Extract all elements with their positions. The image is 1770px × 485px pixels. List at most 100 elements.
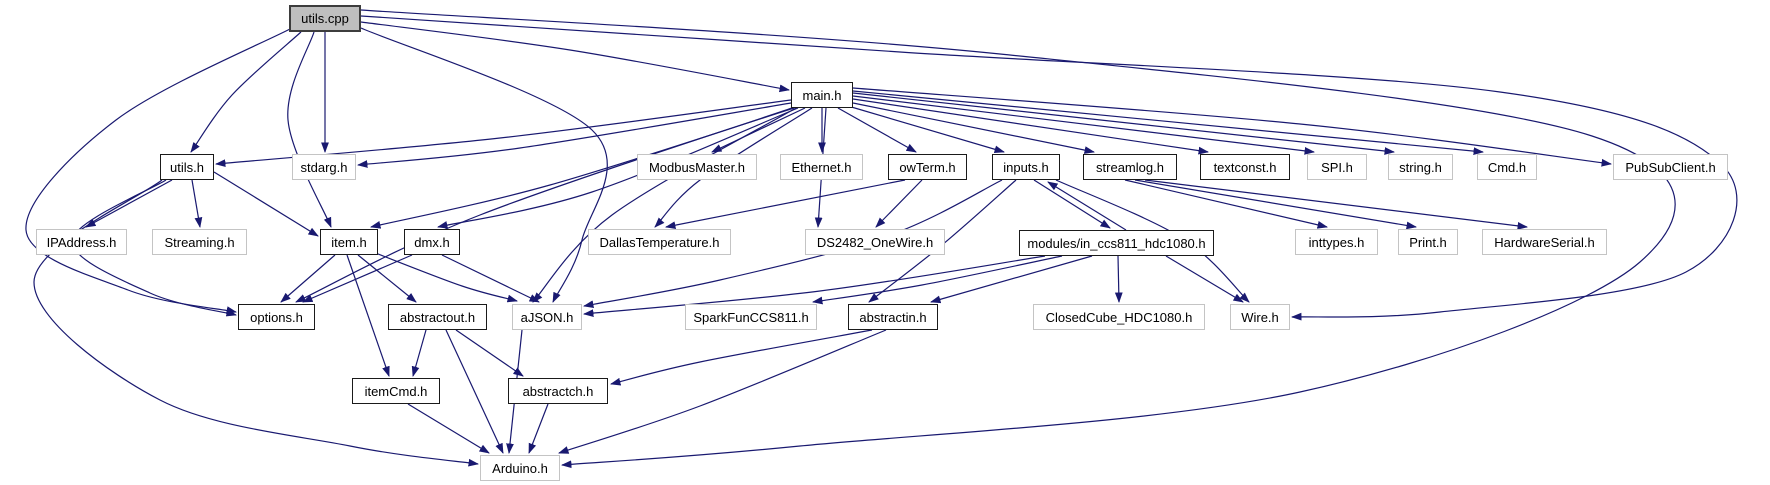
graph-node-label: Streaming.h bbox=[164, 234, 235, 250]
edge-utils-h-to-streaming-h bbox=[191, 179, 203, 228]
graph-node-label: utils.cpp bbox=[301, 11, 349, 26]
edge-main-h-to-spi-h bbox=[852, 95, 1315, 155]
graph-node-label: DallasTemperature.h bbox=[599, 234, 720, 250]
edge-modules-h-to-inputs-h bbox=[1047, 181, 1127, 231]
graph-node-label: dmx.h bbox=[414, 234, 450, 250]
graph-node-ipaddress-h: IPAddress.h bbox=[36, 229, 127, 255]
graph-node-itemcmd-h[interactable]: itemCmd.h bbox=[352, 378, 440, 404]
graph-node-sparkfunccs811-h: SparkFunCCS811.h bbox=[685, 304, 817, 330]
graph-node-label: itemCmd.h bbox=[364, 383, 428, 399]
edge-streamlog-h-to-hardwareserial-h bbox=[1144, 179, 1528, 230]
edge-utils-cpp-to-arduino-h bbox=[360, 9, 1676, 469]
graph-node-label: inputs.h bbox=[1003, 159, 1049, 175]
edge-main-h-to-inputs-h bbox=[847, 105, 1005, 154]
graph-node-modules-h[interactable]: modules/in_ccs811_hdc1080.h bbox=[1019, 230, 1214, 256]
edge-main-h-to-textconst-h bbox=[852, 98, 1209, 155]
edge-main-h-to-owterm-h bbox=[837, 107, 917, 153]
graph-node-hardwareserial-h: HardwareSerial.h bbox=[1482, 229, 1607, 255]
edge-owterm-h-to-ds2482-onewire-h bbox=[875, 179, 923, 228]
graph-node-ds2482-onewire-h: DS2482_OneWire.h bbox=[805, 229, 945, 255]
edge-main-h-to-cmd-h bbox=[852, 90, 1484, 155]
graph-node-dmx-h[interactable]: dmx.h bbox=[404, 229, 460, 255]
graph-node-label: item.h bbox=[331, 234, 367, 250]
graph-node-inttypes-h: inttypes.h bbox=[1295, 229, 1378, 255]
edge-streamlog-h-to-print-h bbox=[1134, 179, 1417, 230]
graph-node-item-h[interactable]: item.h bbox=[320, 229, 378, 255]
graph-node-owterm-h[interactable]: owTerm.h bbox=[888, 154, 967, 180]
graph-node-abstractch-h[interactable]: abstractch.h bbox=[508, 378, 608, 404]
graph-node-label: modules/in_ccs811_hdc1080.h bbox=[1027, 235, 1206, 251]
edge-main-h-to-options-h bbox=[295, 107, 793, 303]
graph-node-arduino-h: Arduino.h bbox=[480, 455, 560, 481]
graph-node-label: PubSubClient.h bbox=[1625, 159, 1716, 175]
graph-node-utils-h[interactable]: utils.h bbox=[160, 154, 214, 180]
graph-node-inputs-h[interactable]: inputs.h bbox=[992, 154, 1060, 180]
edge-utils-cpp-to-utils-h bbox=[190, 31, 302, 153]
edge-utils-h-to-ipaddress-h bbox=[85, 179, 173, 228]
edge-main-h-to-dmx-h bbox=[437, 107, 799, 229]
edge-abstractch-h-to-arduino-h bbox=[528, 403, 549, 454]
edge-group bbox=[25, 9, 1738, 469]
graph-node-label: DS2482_OneWire.h bbox=[816, 234, 934, 250]
edge-dmx-h-to-options-h bbox=[302, 254, 413, 303]
edge-utils-h-to-item-h bbox=[213, 171, 319, 237]
edge-main-h-to-ajson-h bbox=[532, 107, 797, 303]
graph-node-ethernet-h: Ethernet.h bbox=[780, 154, 863, 180]
edge-main-h-to-string-h bbox=[852, 92, 1395, 155]
graph-node-options-h[interactable]: options.h bbox=[238, 304, 315, 330]
graph-node-label: utils.h bbox=[170, 159, 204, 175]
graph-node-label: Ethernet.h bbox=[791, 159, 852, 175]
graph-node-closedcube-hdc1080-h: ClosedCube_HDC1080.h bbox=[1033, 304, 1205, 330]
edge-abstractout-h-to-itemcmd-h bbox=[411, 329, 427, 377]
graph-node-label: Cmd.h bbox=[1487, 159, 1527, 175]
edge-owterm-h-to-dallastemperature-h bbox=[665, 179, 906, 229]
graph-node-label: aJSON.h bbox=[520, 309, 574, 325]
graph-node-print-h: Print.h bbox=[1398, 229, 1458, 255]
graph-node-cmd-h: Cmd.h bbox=[1477, 154, 1537, 180]
graph-node-label: abstractch.h bbox=[522, 383, 594, 399]
edge-itemcmd-h-to-arduino-h bbox=[407, 403, 490, 454]
edge-utils-cpp-to-item-h bbox=[287, 31, 332, 228]
graph-node-label: abstractout.h bbox=[399, 309, 476, 325]
graph-node-streamlog-h[interactable]: streamlog.h bbox=[1083, 154, 1177, 180]
edge-modules-h-to-closedcube-hdc1080-h bbox=[1114, 255, 1123, 303]
edge-abstractout-h-to-abstractch-h bbox=[455, 329, 524, 377]
edge-modules-h-to-ajson-h bbox=[583, 255, 1046, 317]
graph-node-label: ModbusMaster.h bbox=[648, 159, 746, 175]
graph-node-abstractout-h[interactable]: abstractout.h bbox=[388, 304, 487, 330]
graph-node-label: owTerm.h bbox=[899, 159, 956, 175]
edge-abstractin-h-to-abstractch-h bbox=[610, 329, 873, 386]
graph-node-pubsubclient-h: PubSubClient.h bbox=[1613, 154, 1728, 180]
graph-node-modbusmaster-h: ModbusMaster.h bbox=[637, 154, 757, 180]
graph-node-label: abstractin.h bbox=[859, 309, 927, 325]
edge-streamlog-h-to-inttypes-h bbox=[1124, 179, 1328, 229]
edge-utils-cpp-to-ajson-h bbox=[360, 27, 608, 303]
graph-node-stdarg-h: stdarg.h bbox=[292, 154, 356, 180]
edge-main-h-to-pubsubclient-h bbox=[852, 87, 1612, 167]
graph-node-textconst-h[interactable]: textconst.h bbox=[1200, 154, 1290, 180]
graph-node-abstractin-h[interactable]: abstractin.h bbox=[848, 304, 938, 330]
graph-node-main-h[interactable]: main.h bbox=[791, 82, 853, 108]
graph-node-label: string.h bbox=[1399, 159, 1442, 175]
graph-node-label: SparkFunCCS811.h bbox=[693, 309, 809, 325]
edge-item-h-to-options-h bbox=[280, 254, 336, 303]
graph-node-label: IPAddress.h bbox=[46, 234, 117, 250]
edge-main-h-to-modbusmaster-h bbox=[711, 107, 806, 153]
graph-node-label: HardwareSerial.h bbox=[1494, 234, 1595, 250]
edge-main-h-to-streamlog-h bbox=[852, 102, 1095, 154]
edge-utils-cpp-to-wire-h bbox=[360, 15, 1738, 321]
edge-main-h-to-utils-h bbox=[215, 99, 792, 168]
graph-node-label: stdarg.h bbox=[300, 159, 348, 175]
graph-node-label: main.h bbox=[802, 87, 842, 103]
edge-main-h-to-stdarg-h bbox=[357, 102, 792, 168]
graph-node-label: streamlog.h bbox=[1096, 159, 1164, 175]
graph-node-utils-cpp: utils.cpp bbox=[289, 5, 361, 32]
edge-modules-h-to-abstractin-h bbox=[930, 255, 1093, 304]
graph-node-label: SPI.h bbox=[1321, 159, 1353, 175]
edge-utils-h-to-options-h bbox=[71, 179, 237, 317]
edge-dmx-h-to-ajson-h bbox=[441, 254, 540, 303]
edge-item-h-to-ajson-h bbox=[372, 251, 518, 303]
edge-utils-cpp-to-options-h bbox=[25, 27, 293, 314]
